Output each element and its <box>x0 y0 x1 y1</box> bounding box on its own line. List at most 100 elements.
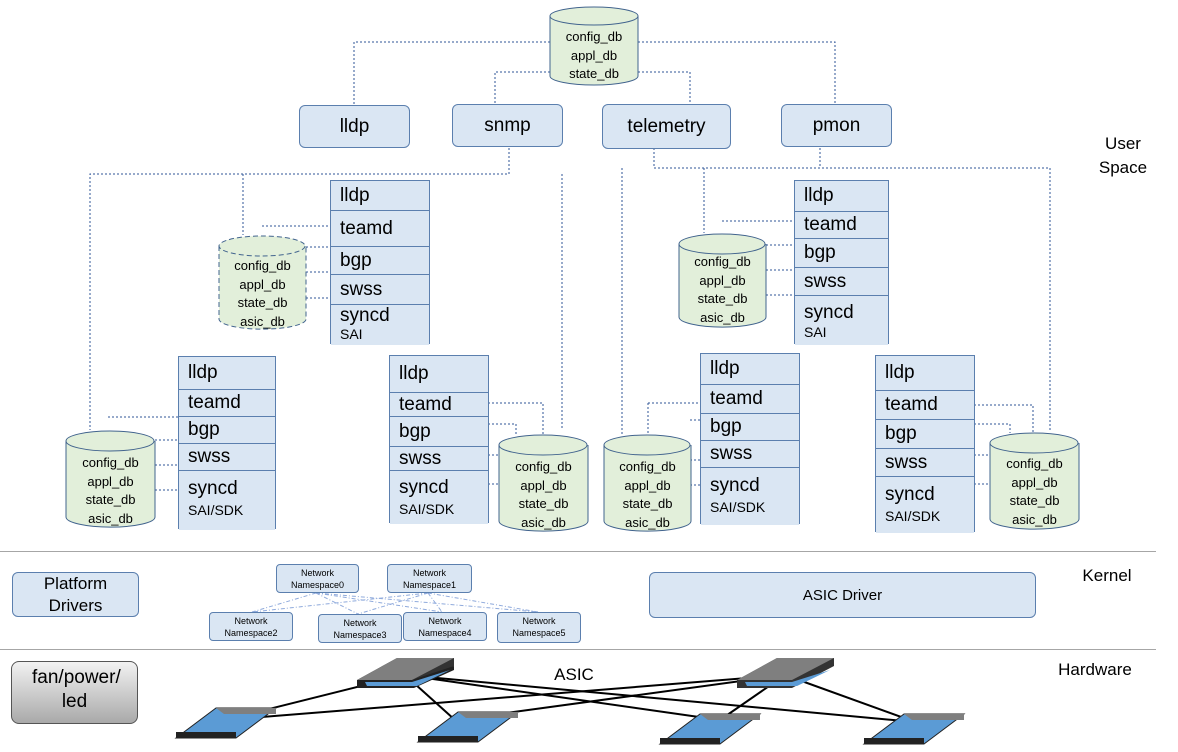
syncd-label: syncd <box>710 475 760 496</box>
layer-label-user-space: User Space <box>1098 134 1148 177</box>
ns-network-label: Network <box>234 616 268 626</box>
namespace-database: config_db appl_db state_db asic_db <box>65 430 156 528</box>
stack-item-swss: swss <box>795 268 888 296</box>
db-name: state_db <box>569 66 619 81</box>
sai-sdk-label: SAI/SDK <box>399 501 455 517</box>
namespace-database: config_db appl_db state_db asic_db <box>498 434 589 532</box>
db-name: config_db <box>694 254 751 269</box>
stack-item-lldp: lldp <box>331 181 429 211</box>
stack-item-swss: swss <box>179 444 275 471</box>
db-name: state_db <box>622 496 673 511</box>
stack-item-lldp: lldp <box>795 181 888 212</box>
ns-name: Namespace3 <box>333 630 387 640</box>
db-name: appl_db <box>624 477 671 493</box>
stack-item-bgp: bgp <box>701 414 799 441</box>
kernel-separator <box>0 551 1156 552</box>
db-name: appl_db <box>239 276 286 292</box>
db-name: asic_db <box>1012 511 1057 527</box>
network-namespace-2: Network Namespace2 <box>209 612 293 641</box>
database-icon <box>498 434 589 532</box>
stack-item-syncd: syncd SAI/SDK <box>701 468 799 525</box>
syncd-label: syncd <box>804 302 854 323</box>
db-name: asic_db <box>240 313 285 329</box>
network-namespace-4: Network Namespace4 <box>403 612 487 641</box>
db-name: asic_db <box>625 514 670 530</box>
syncd-label: syncd <box>399 477 449 498</box>
db-name: asic_db <box>521 514 566 530</box>
stack-item-syncd: syncd SAI <box>795 296 888 345</box>
stack-item-teamd: teamd <box>331 211 429 247</box>
stack-item-lldp: lldp <box>390 356 488 393</box>
platform-drivers-box: Platform Drivers <box>12 572 139 617</box>
asic-driver-box: ASIC Driver <box>649 572 1036 618</box>
db-name: config_db <box>82 455 139 470</box>
db-name: config_db <box>515 459 572 474</box>
stack-item-lldp: lldp <box>179 357 275 390</box>
namespace-database: config_db appl_db state_db asic_db <box>678 233 767 328</box>
db-name: state_db <box>697 291 748 306</box>
ns-name: Namespace2 <box>224 628 278 638</box>
sai-label: SAI <box>340 326 363 342</box>
layer-label-hardware: Hardware <box>1058 660 1132 679</box>
db-name: appl_db <box>520 477 567 493</box>
ns-network-label: Network <box>343 618 377 628</box>
sai-sdk-label: SAI/SDK <box>188 502 244 518</box>
db-name: appl_db <box>570 47 618 63</box>
stack-item-teamd: teamd <box>876 391 974 420</box>
container-stack: lldp teamd bgp swss syncd SAI <box>330 180 430 345</box>
stack-item-teamd: teamd <box>179 390 275 417</box>
namespace-database-dashed: config_db appl_db state_db asic_db <box>218 235 307 330</box>
db-name: state_db <box>518 496 569 511</box>
stack-item-swss: swss <box>701 441 799 468</box>
stack-item-lldp: lldp <box>701 354 799 385</box>
ns-name: Namespace5 <box>512 628 566 638</box>
container-stack: lldp teamd bgp swss syncd SAI/SDK <box>178 356 276 530</box>
top-database: config_db appl_db state_db <box>549 6 639 86</box>
hardware-separator <box>0 649 1156 650</box>
stack-item-bgp: bgp <box>179 417 275 444</box>
namespace-database: config_db appl_db state_db asic_db <box>989 432 1080 530</box>
ns-network-label: Network <box>412 568 446 578</box>
stack-item-lldp: lldp <box>876 356 974 391</box>
network-namespace-0: Network Namespace0 <box>276 564 359 593</box>
layer-label-kernel: Kernel <box>1082 566 1132 585</box>
fan-power-led-box: fan/power/ led <box>11 661 138 724</box>
service-lldp: lldp <box>299 105 410 148</box>
ns-network-label: Network <box>522 616 556 626</box>
database-icon <box>989 432 1080 530</box>
syncd-label: syncd <box>188 478 238 499</box>
stack-item-bgp: bgp <box>795 239 888 268</box>
stack-item-bgp: bgp <box>390 417 488 447</box>
container-stack: lldp teamd bgp swss syncd SAI/SDK <box>389 355 489 524</box>
ns-network-label: Network <box>300 568 334 578</box>
db-name: asic_db <box>88 510 133 526</box>
network-namespace-3: Network Namespace3 <box>318 614 402 643</box>
network-namespace-5: Network Namespace5 <box>497 612 581 643</box>
database-icon <box>549 6 639 86</box>
service-telemetry: telemetry <box>602 104 731 149</box>
ns-name: Namespace1 <box>402 580 457 590</box>
ns-network-label: Network <box>428 616 462 626</box>
sai-label: SAI <box>804 324 827 340</box>
database-icon <box>678 233 767 328</box>
stack-item-bgp: bgp <box>876 420 974 449</box>
ns-name: Namespace4 <box>418 628 472 638</box>
db-name: appl_db <box>1011 474 1058 490</box>
container-stack: lldp teamd bgp swss syncd SAI/SDK <box>875 355 975 533</box>
stack-item-teamd: teamd <box>390 393 488 417</box>
stack-item-teamd: teamd <box>701 385 799 414</box>
stack-item-swss: swss <box>331 275 429 305</box>
db-name: state_db <box>85 492 136 507</box>
stack-item-syncd: syncd SAI <box>331 305 429 345</box>
db-name: config_db <box>619 459 676 474</box>
syncd-label: syncd <box>885 484 935 505</box>
db-name: state_db <box>1009 493 1060 508</box>
service-pmon: pmon <box>781 104 892 147</box>
sai-sdk-label: SAI/SDK <box>710 499 766 515</box>
database-icon <box>218 235 307 330</box>
db-name: config_db <box>234 258 291 273</box>
stack-item-swss: swss <box>390 447 488 471</box>
stack-item-syncd: syncd SAI/SDK <box>390 471 488 524</box>
stack-item-bgp: bgp <box>331 247 429 275</box>
